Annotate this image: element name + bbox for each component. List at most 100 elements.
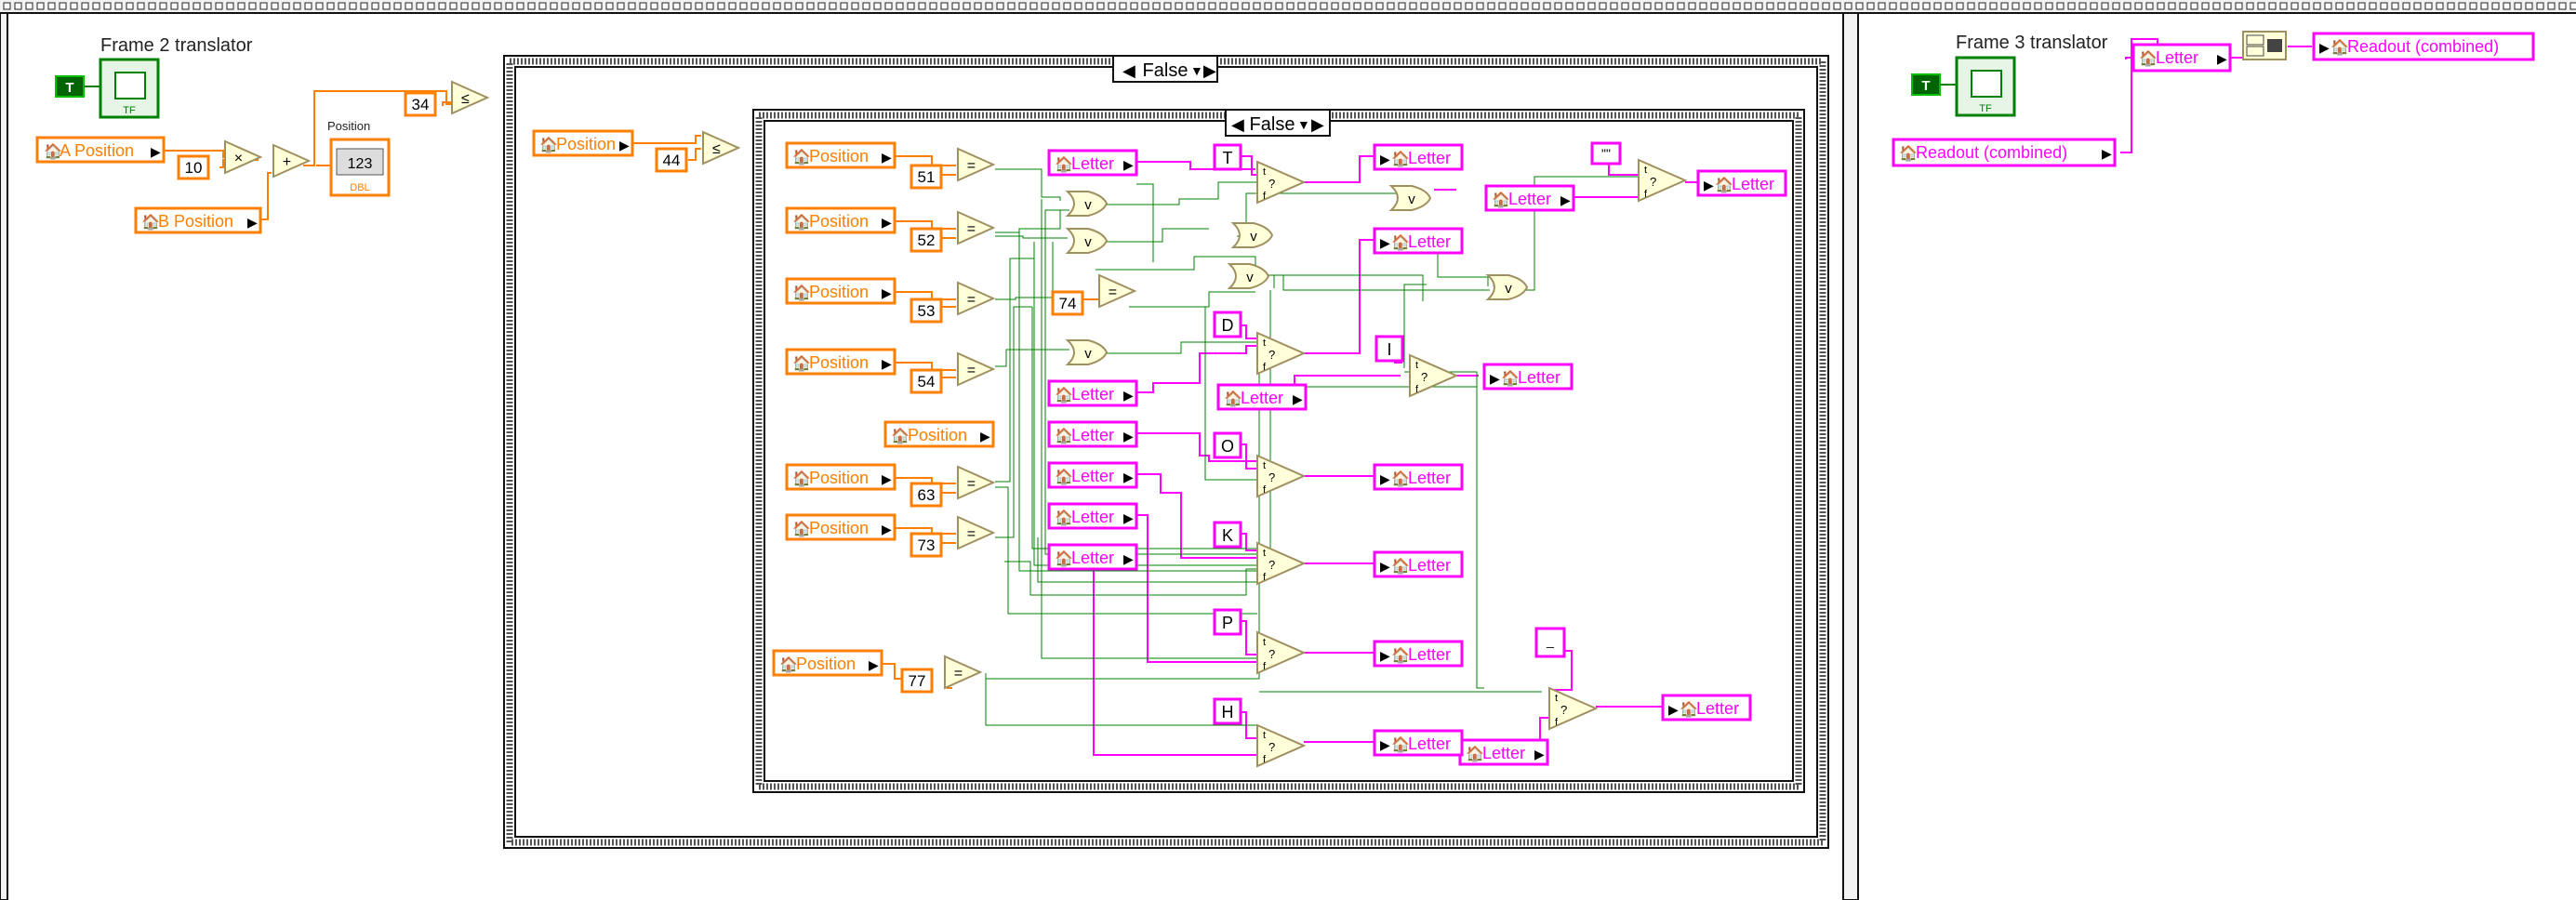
equal-function[interactable]: = bbox=[957, 351, 996, 387]
or-function[interactable]: v bbox=[1065, 339, 1109, 365]
less-or-equal-function[interactable]: ≤ bbox=[451, 80, 490, 115]
outer-case-structure[interactable]: ◀ False ▼ ▶ bbox=[503, 55, 1829, 849]
local-position-read[interactable]: 🏠Position▶ bbox=[883, 420, 995, 448]
or-function[interactable]: v bbox=[1230, 222, 1274, 248]
local-position-read[interactable]: 🏠Position▶ bbox=[785, 141, 896, 169]
numeric-constant-63[interactable]: 63 bbox=[910, 482, 943, 508]
local-letter-write[interactable]: ▶🏠Letter bbox=[1661, 694, 1752, 721]
local-readout-combined-write[interactable]: ▶ 🏠 Readout (combined) bbox=[2312, 32, 2535, 61]
select-function[interactable]: tf? bbox=[1256, 723, 1307, 768]
numeric-constant-51[interactable]: 51 bbox=[910, 164, 943, 190]
arrow-right-icon: ▶ bbox=[1534, 747, 1545, 761]
select-function[interactable]: tf? bbox=[1256, 454, 1307, 498]
multiply-function[interactable]: × bbox=[224, 139, 263, 175]
local-position-read[interactable]: 🏠Position▶ bbox=[785, 348, 896, 376]
letter-constant-p[interactable]: P bbox=[1213, 608, 1242, 636]
string-constant-empty[interactable]: _ bbox=[1534, 627, 1566, 658]
local-letter-read[interactable]: 🏠Letter▶ bbox=[1216, 383, 1308, 411]
letter-constant-t[interactable]: T bbox=[1213, 143, 1242, 171]
arrow-right-icon: ▶ bbox=[247, 215, 258, 230]
select-function[interactable]: tf? bbox=[1256, 331, 1307, 376]
select-function[interactable]: tf? bbox=[1638, 158, 1688, 203]
local-label: Position bbox=[809, 519, 869, 537]
local-letter-write[interactable]: ▶🏠Letter bbox=[1373, 729, 1464, 757]
or-function[interactable]: v bbox=[1065, 228, 1109, 254]
select-function[interactable]: tf? bbox=[1256, 160, 1307, 205]
numeric-constant-74[interactable]: 74 bbox=[1051, 290, 1084, 316]
equal-function[interactable]: = bbox=[957, 210, 996, 245]
local-letter-read[interactable]: 🏠Letter▶ bbox=[1047, 379, 1138, 407]
numeric-constant-77[interactable]: 77 bbox=[900, 668, 934, 694]
select-function[interactable]: tf? bbox=[1548, 686, 1599, 731]
local-letter-write[interactable]: ▶🏠Letter bbox=[1482, 363, 1573, 390]
add-function[interactable]: + bbox=[272, 143, 312, 179]
house-icon: 🏠 bbox=[1391, 234, 1410, 251]
local-letter-read[interactable]: 🏠Letter▶ bbox=[1047, 502, 1138, 530]
string-constant-quotes[interactable]: "" bbox=[1590, 141, 1622, 165]
local-position-read[interactable]: 🏠Position▶ bbox=[785, 513, 896, 541]
local-letter-read[interactable]: 🏠Letter▶ bbox=[1484, 184, 1575, 212]
local-letter-read[interactable]: 🏠Letter▶ bbox=[1458, 738, 1549, 766]
numeric-constant-34[interactable]: 34 bbox=[404, 91, 437, 117]
local-position-read[interactable]: 🏠Position▶ bbox=[785, 277, 896, 305]
concatenate-strings-function[interactable] bbox=[2242, 31, 2287, 60]
letter-constant-h[interactable]: H bbox=[1213, 697, 1242, 725]
local-letter-write[interactable]: ▶🏠Letter bbox=[1373, 640, 1464, 668]
local-letter-frame3[interactable]: 🏠 Letter ▶ bbox=[2131, 43, 2232, 73]
inner-case-structure[interactable]: ◀ False ▼ ▶ bbox=[752, 109, 1805, 793]
or-function[interactable]: v bbox=[1065, 191, 1109, 217]
local-letter-write[interactable]: ▶🏠Letter bbox=[1373, 550, 1464, 578]
equal-function[interactable]: = bbox=[957, 515, 996, 550]
letter-constant-i[interactable]: I bbox=[1374, 335, 1404, 363]
local-position-read[interactable]: 🏠Position▶ bbox=[785, 463, 896, 491]
frame-3-terminal[interactable]: TF bbox=[1955, 56, 2016, 117]
inner-case-selector[interactable]: ◀ False ▼ ▶ bbox=[1225, 109, 1331, 137]
arrow-right-icon: ▶ bbox=[1380, 559, 1390, 574]
equal-function[interactable]: = bbox=[944, 655, 983, 690]
letter-constant-o[interactable]: O bbox=[1213, 431, 1242, 459]
numeric-constant-10[interactable]: 10 bbox=[177, 154, 210, 180]
equal-function[interactable]: = bbox=[957, 147, 996, 182]
frame-2-true-constant[interactable]: T bbox=[55, 75, 85, 98]
numeric-constant-54[interactable]: 54 bbox=[910, 368, 943, 394]
equal-function[interactable]: = bbox=[957, 465, 996, 500]
numeric-constant-53[interactable]: 53 bbox=[910, 298, 943, 324]
local-letter-read[interactable]: 🏠Letter▶ bbox=[1047, 461, 1138, 489]
select-f-glyph: f bbox=[1263, 191, 1267, 202]
or-function[interactable]: v bbox=[1485, 274, 1529, 300]
local-letter-read[interactable]: 🏠Letter▶ bbox=[1047, 543, 1138, 571]
local-letter-write[interactable]: ▶🏠Letter bbox=[1373, 227, 1464, 255]
local-letter-write[interactable]: ▶🏠Letter bbox=[1373, 463, 1464, 491]
local-letter-read[interactable]: 🏠Letter▶ bbox=[1047, 420, 1138, 448]
local-letter-write[interactable]: ▶🏠Letter bbox=[1373, 143, 1464, 171]
select-function[interactable]: tf? bbox=[1409, 353, 1459, 398]
local-position-read[interactable]: 🏠Position▶ bbox=[772, 649, 883, 677]
or-function[interactable]: v bbox=[1388, 185, 1432, 211]
frame-3-true-constant[interactable]: T bbox=[1911, 73, 1941, 96]
house-icon: 🏠 bbox=[1391, 558, 1410, 575]
local-b-position[interactable]: 🏠 B Position ▶ bbox=[134, 206, 262, 234]
select-function[interactable]: tf? bbox=[1256, 541, 1307, 586]
local-position-read[interactable]: 🏠Position▶ bbox=[785, 206, 896, 234]
position-indicator[interactable]: Position 123 DBL bbox=[327, 119, 391, 197]
numeric-constant-text: 51 bbox=[918, 168, 936, 186]
local-a-position[interactable]: 🏠 A Position ▶ bbox=[35, 136, 166, 164]
local-letter-read[interactable]: 🏠Letter▶ bbox=[1047, 149, 1138, 177]
numeric-constant-52[interactable]: 52 bbox=[910, 227, 943, 253]
or-function[interactable]: v bbox=[1227, 263, 1270, 289]
local-letter-write[interactable]: ▶🏠Letter bbox=[1696, 169, 1787, 197]
numeric-constant-73[interactable]: 73 bbox=[910, 532, 943, 558]
house-icon: 🏠 bbox=[1055, 387, 1073, 404]
letter-constant-k[interactable]: K bbox=[1213, 521, 1242, 549]
numeric-constant-44[interactable]: 44 bbox=[655, 147, 688, 173]
letter-constant-d[interactable]: D bbox=[1213, 311, 1242, 338]
local-readout-combined[interactable]: 🏠 Readout (combined) ▶ bbox=[1892, 138, 2117, 167]
frame-2-terminal[interactable]: TF bbox=[99, 58, 160, 119]
equal-function[interactable]: = bbox=[1098, 273, 1137, 309]
equal-function[interactable]: = bbox=[957, 281, 996, 316]
select-function[interactable]: tf? bbox=[1256, 630, 1307, 675]
outer-case-selector[interactable]: ◀ False ▼ ▶ bbox=[1112, 55, 1218, 83]
local-position-read[interactable]: 🏠Position▶ bbox=[532, 129, 634, 157]
less-or-equal-function[interactable]: ≤ bbox=[702, 130, 741, 165]
